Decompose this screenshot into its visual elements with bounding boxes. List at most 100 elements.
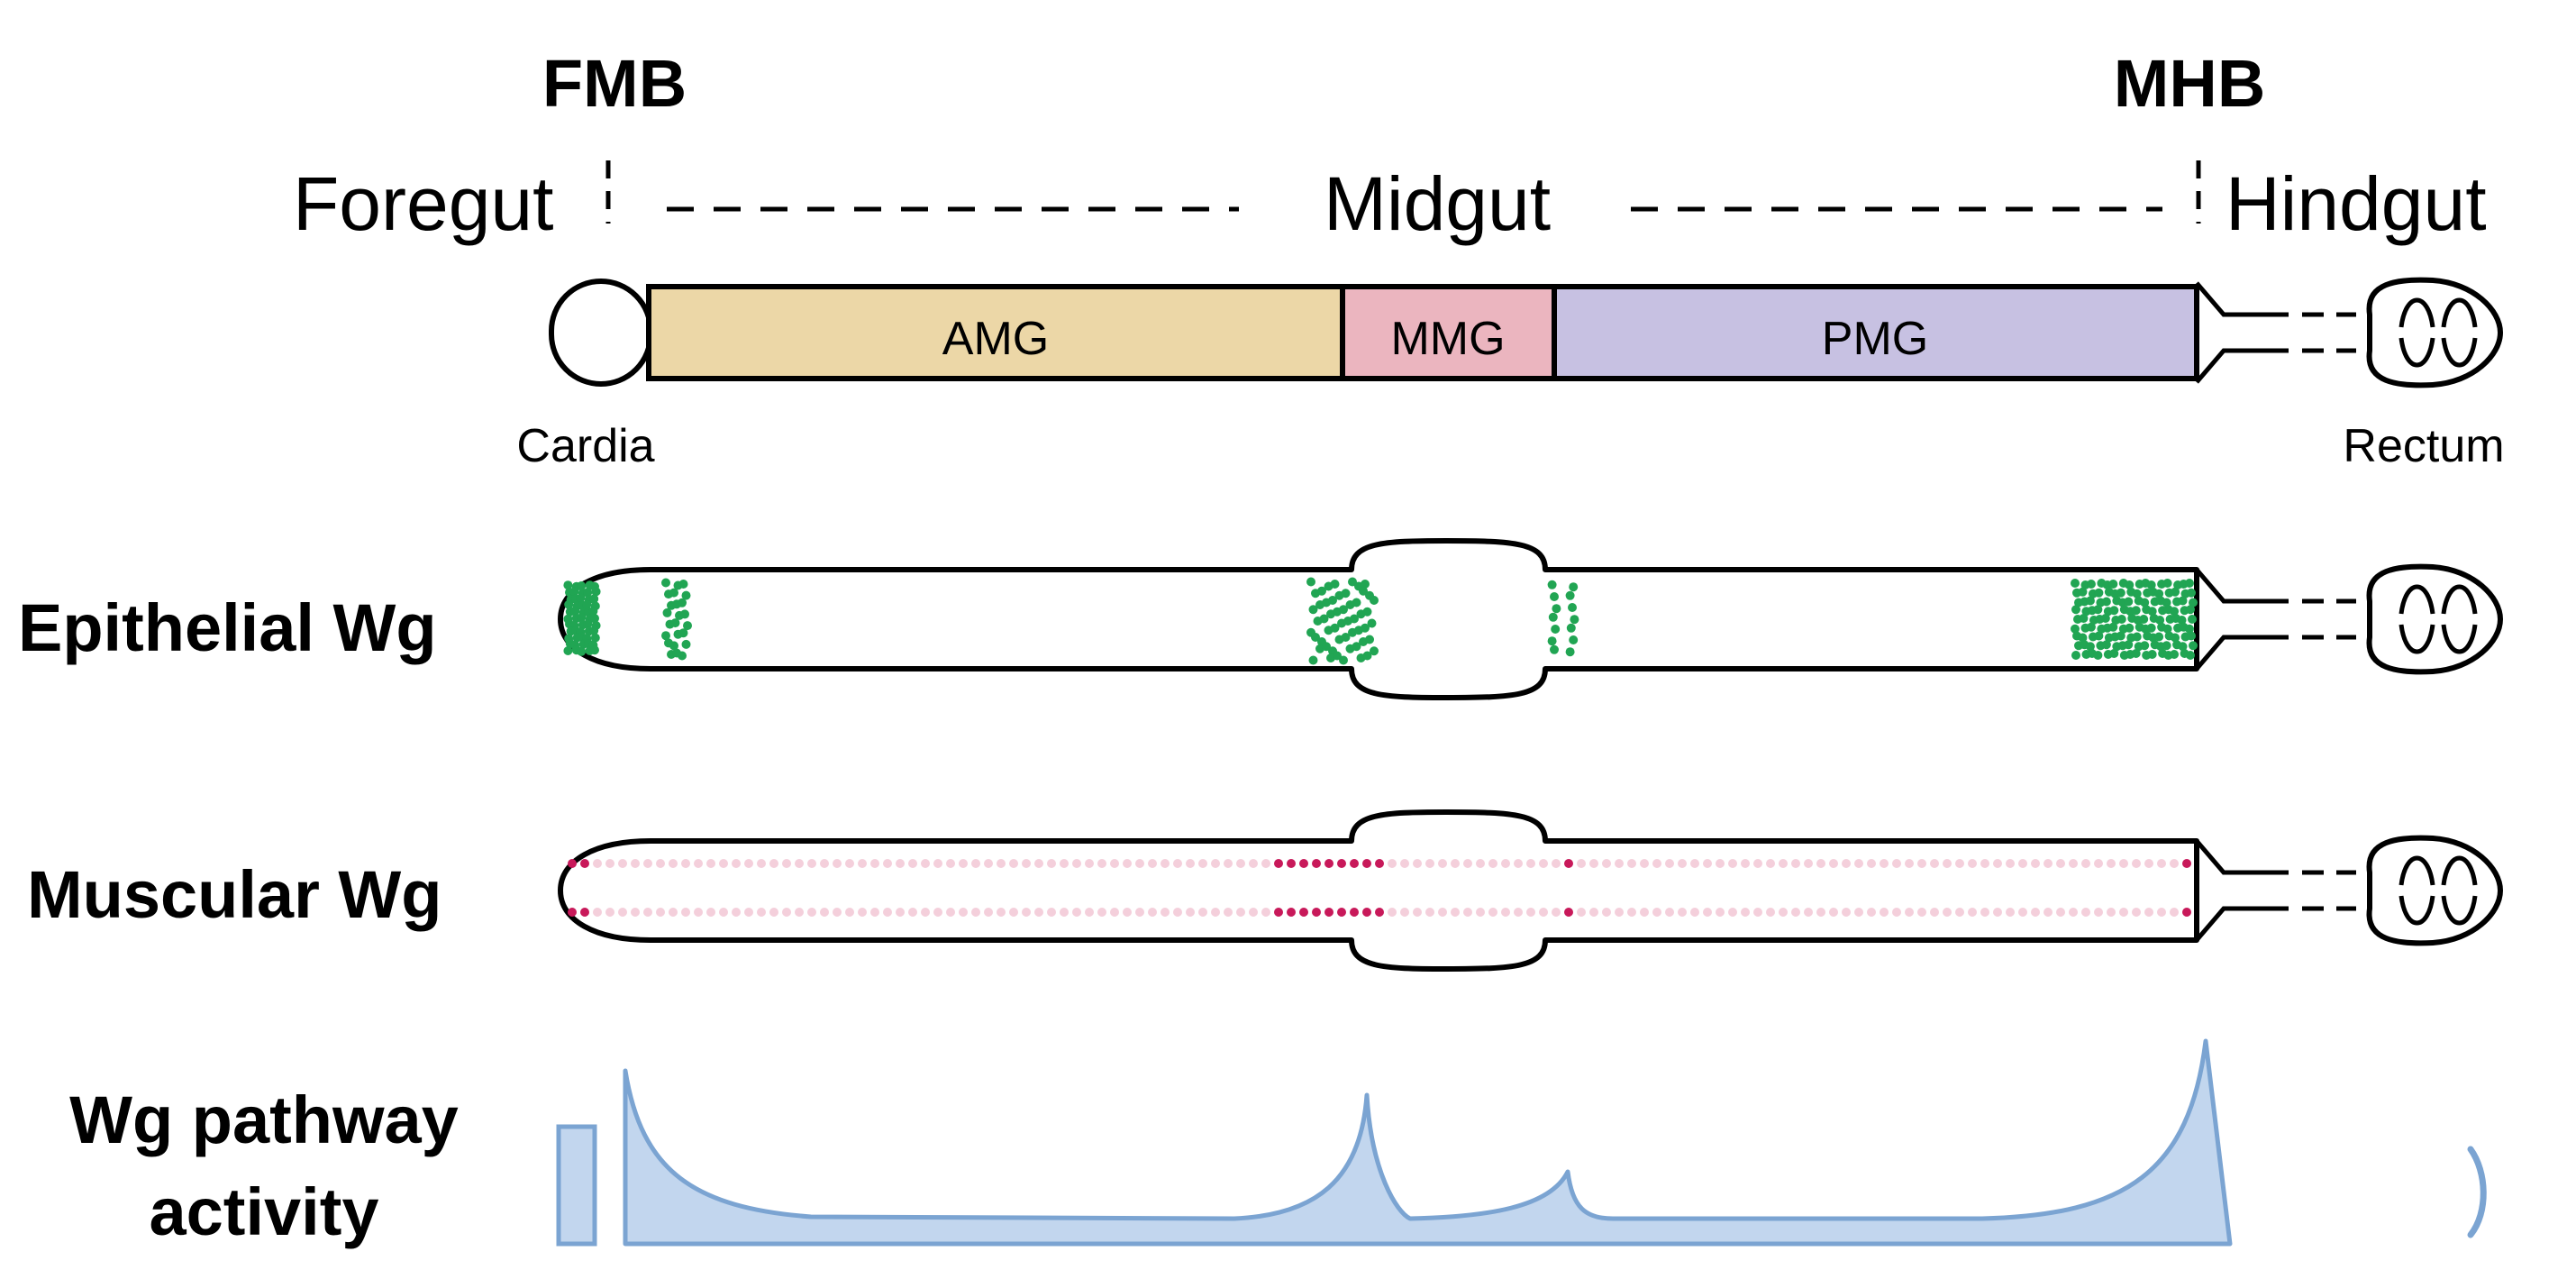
muscular-wg-dot [1110, 908, 1119, 917]
epithelial-wg-dot [583, 588, 593, 598]
muscular-wg-dot [1993, 908, 2002, 917]
epithelial-wg-dot [2178, 596, 2188, 606]
epithelial-wg-dot [1370, 646, 1379, 656]
epithelial-wg-dot [1551, 625, 1561, 634]
muscular-wg-dot [1627, 859, 1636, 868]
epithelial-wg-dot [2185, 579, 2194, 588]
muscular-wg-dot [1022, 859, 1031, 868]
epithelial-wg-dot [2162, 624, 2172, 634]
muscular-wg-dot [2031, 908, 2040, 917]
epithelial-wg-dot [2171, 633, 2180, 643]
muscular-wg-dot [845, 859, 854, 868]
muscular-wg-dot [795, 859, 804, 868]
muscular-wg-dot [1249, 908, 1258, 917]
muscular-wg-dot [656, 908, 665, 917]
epithelial-wg-dot [577, 581, 587, 590]
muscular-wg-dot [1615, 859, 1624, 868]
rectal-papilla [2399, 855, 2435, 886]
muscular-wg-dot [959, 859, 968, 868]
epithelial-wg-dot [1548, 612, 1558, 622]
muscular-wg-dot [1980, 908, 1989, 917]
muscular-wg-dot [631, 908, 640, 917]
epithelial-dot-cluster [563, 580, 601, 656]
muscular-wg-dot [1135, 908, 1144, 917]
mmg-segment [1340, 284, 1557, 381]
epithelial-wg-dot [681, 590, 691, 600]
muscular-wg-dot [1400, 859, 1409, 868]
epithelial-wg-dot [1333, 651, 1342, 661]
epithelial-wg-dot [2071, 579, 2080, 588]
epithelial-wg-dot [1328, 596, 1337, 605]
epithelial-wg-dot [2116, 631, 2125, 641]
epithelial-wg-dot [2094, 631, 2104, 641]
epithelial-wg-dot [2186, 605, 2195, 615]
muscular-wg-dot [1123, 908, 1132, 917]
rectal-papilla [2441, 337, 2478, 368]
muscular-wg-dot [908, 908, 917, 917]
muscular-wg-dot [2132, 908, 2141, 917]
muscular-wg-dot [1766, 908, 1775, 917]
muscular-wg-dot [757, 908, 766, 917]
muscular-wg-dot [1968, 859, 1977, 868]
epithelial-wg-dot [678, 628, 688, 638]
muscular-wg-dot [782, 859, 791, 868]
epithelial-wg-dot [1565, 647, 1575, 657]
muscular-gut-outline [558, 809, 2199, 972]
epithelial-wg-dot [563, 646, 573, 655]
muscular-wg-dot [858, 908, 867, 917]
epithelial-wg-dot [1319, 614, 1329, 624]
muscular-wg-dot [946, 908, 955, 917]
muscular-wg-dot [1161, 859, 1170, 868]
epithelial-wg-dot [2078, 633, 2088, 643]
muscular-wg-dot [1047, 908, 1056, 917]
hindgut-tube-top [2195, 281, 2289, 317]
muscular-wg-dot [1930, 908, 1939, 917]
muscular-wg-dot [1564, 908, 1573, 917]
muscular-wg-dot [1917, 859, 1926, 868]
muscular-wg-dot [1880, 908, 1889, 917]
muscular-wg-dot [1413, 859, 1422, 868]
muscular-wg-dot [833, 908, 842, 917]
muscular-wg-dot [706, 908, 715, 917]
epithelial-wg-dot [1570, 615, 1579, 625]
muscular-wg-dot [1854, 859, 1863, 868]
muscular-wg-dot [1615, 908, 1624, 917]
muscular-wg-dot [681, 859, 690, 868]
epithelial-wg-dot [681, 639, 691, 649]
muscular-wg-dot [883, 859, 892, 868]
epithelial-wg-dot [678, 598, 687, 608]
epithelial-wg-dot [2085, 642, 2095, 652]
muscular-wg-dot [1198, 859, 1207, 868]
muscular-wg-dot [1274, 859, 1283, 868]
epithelial-wg-dot [563, 580, 573, 590]
muscular-wg-dot [807, 908, 816, 917]
muscular-wg-dot [1451, 908, 1460, 917]
muscular-wg-dot [883, 908, 892, 917]
rectal-papilla [2441, 624, 2478, 654]
muscular-wg-dot [2018, 908, 2027, 917]
muscular-wg-dot [618, 859, 627, 868]
epithelial-wg-dot [1365, 635, 1374, 644]
rectum-activity-mark [2467, 1146, 2487, 1238]
rectal-papilla [2399, 297, 2435, 328]
muscular-wg-dot [933, 859, 942, 868]
muscular-wg-dot [1224, 908, 1233, 917]
muscular-wg-dot [997, 908, 1006, 917]
muscular-wg-dot [593, 859, 602, 868]
epithelial-wg-dot [2139, 615, 2149, 624]
epithelial-wg-dot [2188, 615, 2197, 624]
muscular-wg-dot [1526, 908, 1535, 917]
cardia-bulb [549, 279, 653, 387]
muscular-wg-dot [1476, 859, 1485, 868]
muscular-wg-dot [1337, 908, 1346, 917]
muscular-wg-dot [1943, 908, 1952, 917]
muscular-wg-dot [1842, 908, 1851, 917]
muscular-wg-dot [1148, 908, 1157, 917]
muscular-wg-dot [845, 908, 854, 917]
epithelial-wg-dot [2171, 587, 2180, 597]
muscular-wg-dot [1034, 908, 1043, 917]
epithelial-wg-dot [1566, 623, 1576, 633]
muscular-wg-dot [1640, 908, 1649, 917]
muscular-wg-dot [2157, 908, 2166, 917]
epithelial-wg-dot [582, 599, 592, 609]
